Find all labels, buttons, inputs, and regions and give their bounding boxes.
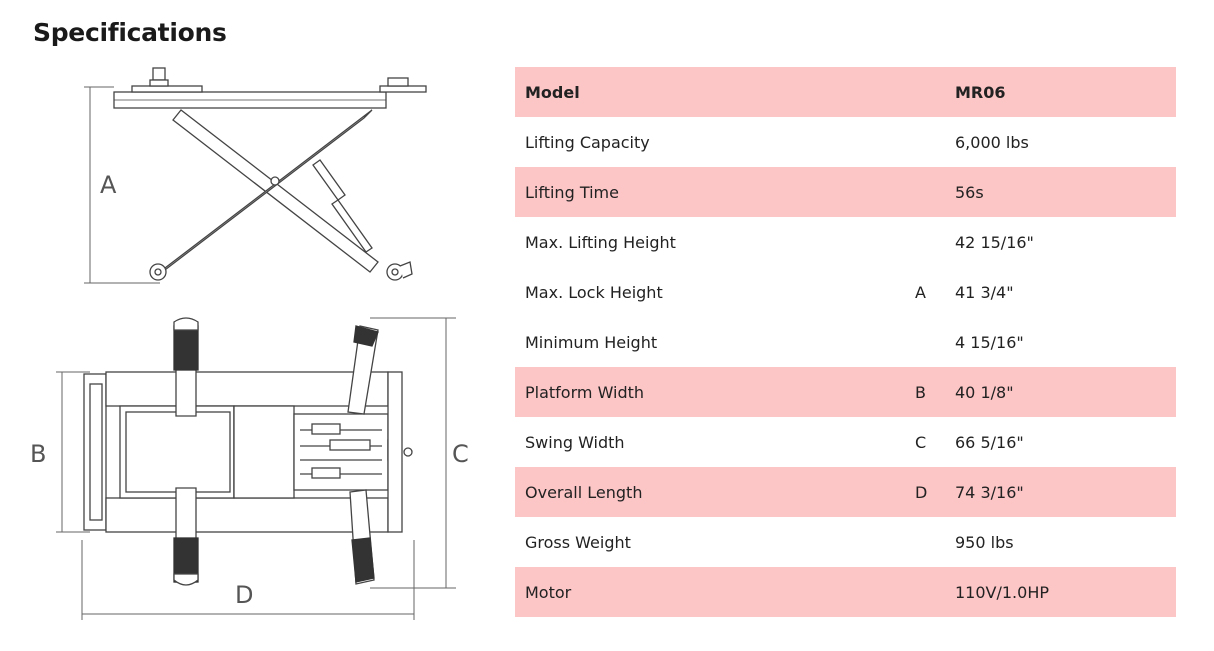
row-label: Gross Weight bbox=[525, 532, 631, 552]
table-row: Lifting Time 56s bbox=[515, 167, 1176, 217]
row-label: Motor bbox=[515, 567, 915, 617]
row-label: Swing Width bbox=[525, 432, 625, 452]
row-label: Lifting Capacity bbox=[525, 132, 650, 152]
header-value: MR06 bbox=[945, 67, 1176, 117]
table-row: Max. Lifting Height 42 15/16" bbox=[515, 217, 1176, 267]
header-dim bbox=[915, 67, 945, 117]
row-value: 4 15/16" bbox=[955, 332, 1024, 352]
row-value: 950 lbs bbox=[955, 532, 1014, 552]
table-row: Gross Weight 950 lbs bbox=[515, 517, 1176, 567]
table-header-row: Model MR06 bbox=[515, 67, 1176, 117]
row-dim: A bbox=[915, 282, 926, 302]
row-label: Overall Length bbox=[515, 467, 915, 517]
dim-label-c: C bbox=[452, 440, 469, 468]
header-label: Model bbox=[515, 67, 915, 117]
row-dim bbox=[915, 567, 945, 617]
row-dim bbox=[915, 217, 945, 267]
side-view bbox=[84, 67, 427, 284]
dim-label-b: B bbox=[30, 440, 46, 468]
row-value: 74 3/16" bbox=[945, 467, 1176, 517]
row-dim bbox=[915, 167, 945, 217]
row-dim: C bbox=[915, 432, 927, 452]
row-value: 41 3/4" bbox=[955, 282, 1014, 302]
page-title: Specifications bbox=[33, 18, 227, 47]
row-dim: D bbox=[915, 467, 945, 517]
table-row: Lifting Capacity 6,000 lbs bbox=[515, 117, 1176, 167]
lift-diagram: A bbox=[30, 67, 469, 620]
row-label: Platform Width bbox=[515, 367, 915, 417]
table-row: Motor 110V/1.0HP bbox=[515, 567, 1176, 617]
row-value: 42 15/16" bbox=[955, 232, 1034, 252]
row-dim bbox=[915, 317, 945, 367]
top-view bbox=[56, 317, 456, 620]
table-row: Swing Width C 66 5/16" bbox=[515, 417, 1176, 467]
row-value: 56s bbox=[945, 167, 1176, 217]
row-value: 40 1/8" bbox=[945, 367, 1176, 417]
row-label: Max. Lifting Height bbox=[525, 232, 676, 252]
row-dim: B bbox=[915, 367, 945, 417]
table-row: Minimum Height 4 15/16" bbox=[515, 317, 1176, 367]
dim-label-d: D bbox=[235, 581, 253, 609]
dim-label-a: A bbox=[100, 171, 117, 199]
row-label: Max. Lock Height bbox=[525, 282, 663, 302]
row-label: Minimum Height bbox=[525, 332, 658, 352]
table-row: Max. Lock Height A 41 3/4" bbox=[515, 267, 1176, 317]
row-dim bbox=[915, 117, 945, 167]
row-value: 66 5/16" bbox=[955, 432, 1024, 452]
row-label: Lifting Time bbox=[515, 167, 915, 217]
row-dim bbox=[915, 517, 945, 567]
row-value: 110V/1.0HP bbox=[945, 567, 1176, 617]
row-value: 6,000 lbs bbox=[955, 132, 1029, 152]
